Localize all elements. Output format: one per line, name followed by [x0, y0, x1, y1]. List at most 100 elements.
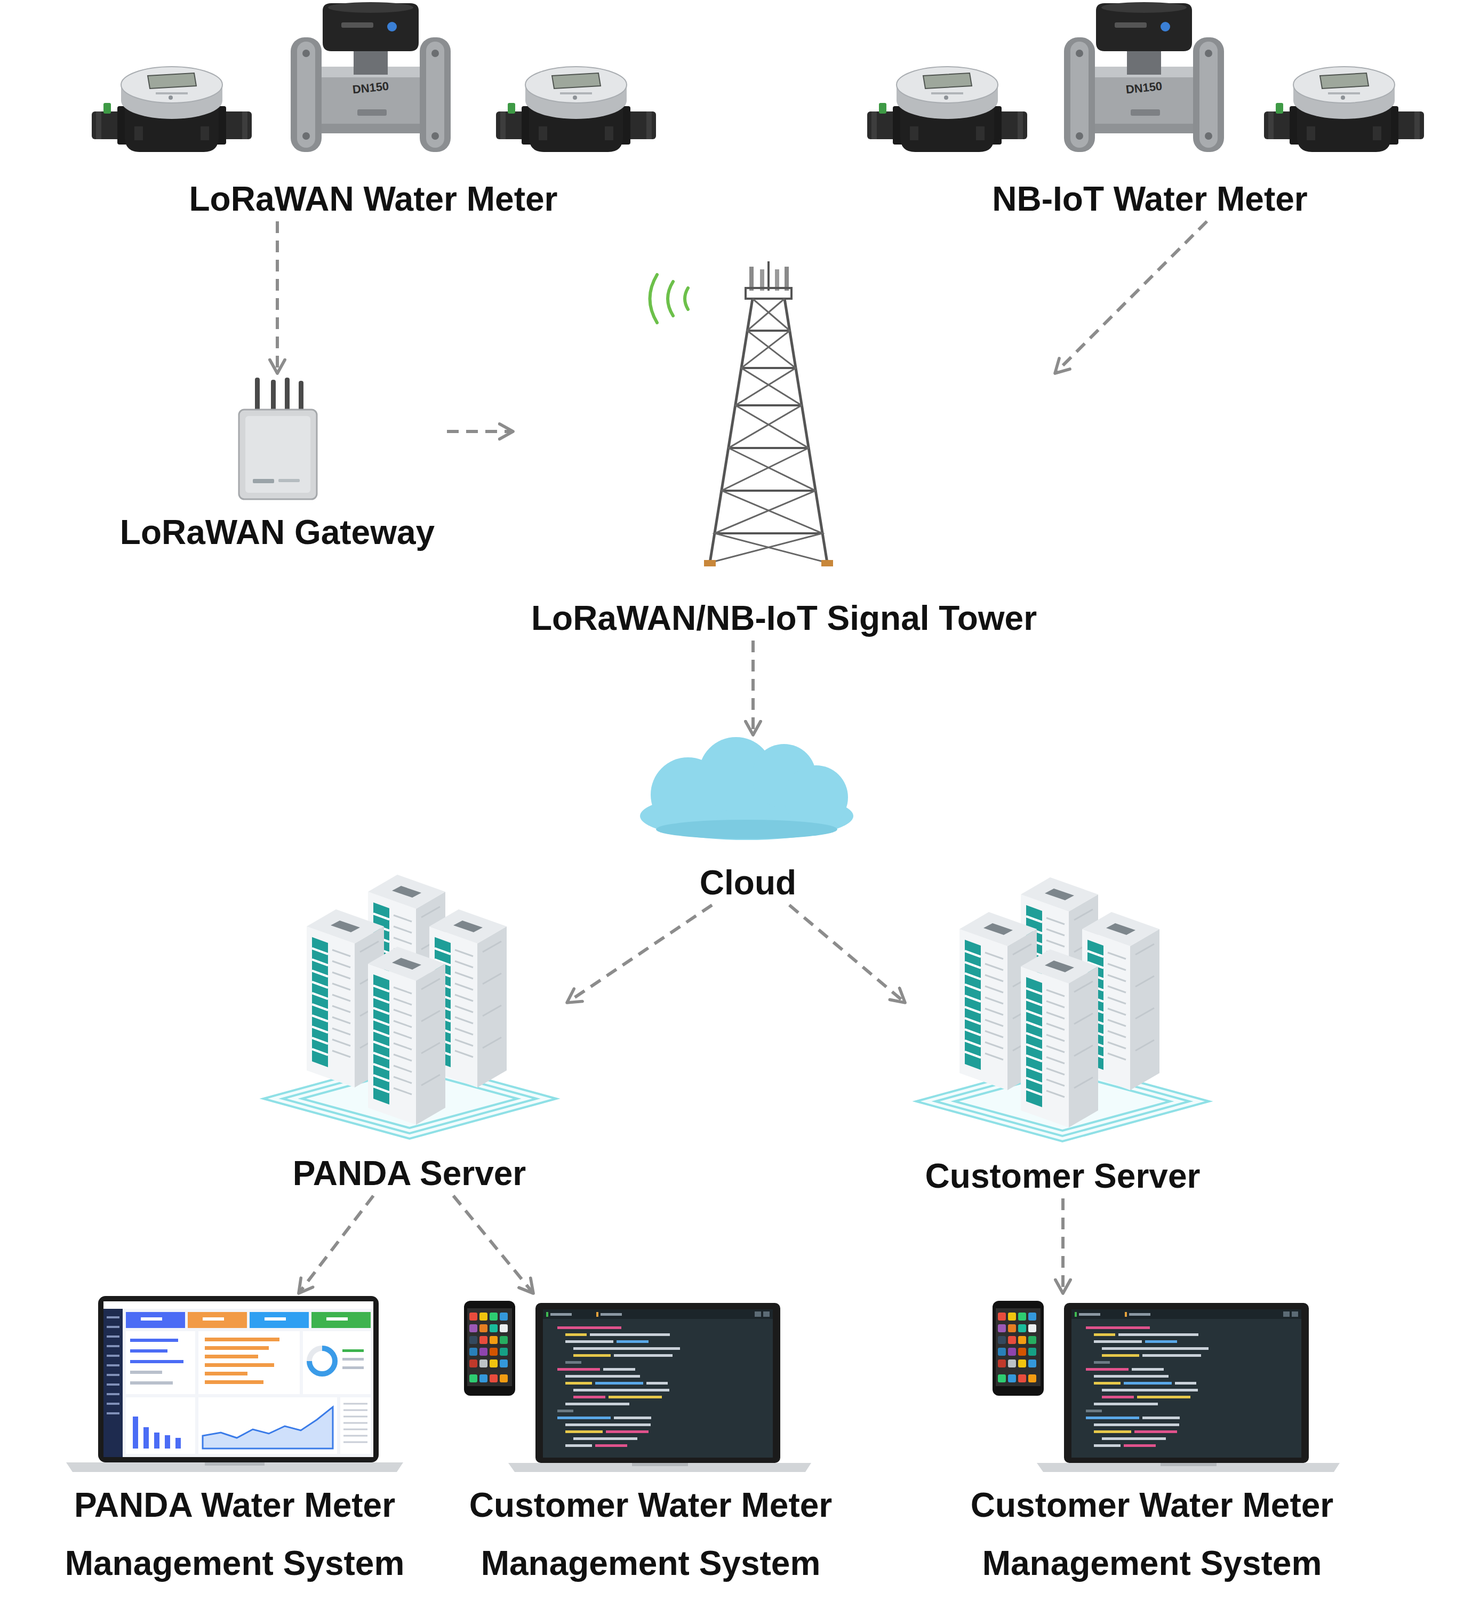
signal-tower-part [709, 298, 823, 563]
nbiot-meters [867, 2, 1424, 152]
dashboard-laptop-part [187, 1312, 247, 1328]
dashed-arrow [298, 1195, 374, 1294]
node-caption: Customer Water Meter Management System [454, 1476, 847, 1593]
node-caption: Customer Water Meter Management System [955, 1476, 1349, 1593]
nbiot-meters-part [1264, 66, 1424, 152]
lorawan-meters-part [290, 2, 451, 152]
signal-tower-part [684, 288, 688, 310]
dashboard-laptop-part [309, 1348, 335, 1374]
dashed-arrow [275, 221, 279, 374]
node-caption: LoRaWAN/NB-IoT Signal Tower [513, 595, 1055, 641]
dashboard-laptop-part [130, 1338, 179, 1342]
dashboard-laptop-part [204, 1337, 280, 1342]
dashboard-laptop-part [175, 1437, 181, 1449]
dashboard-laptop-part [198, 1397, 338, 1454]
signal-tower-part [714, 330, 823, 534]
dashboard-laptop-part [204, 1346, 269, 1350]
signal-tower [650, 261, 834, 567]
illustrated-node: NB-IoT Water Meter [857, 5, 1443, 222]
nbiot-meters-part [1064, 2, 1224, 152]
illustrated-node: PANDA Server [251, 869, 567, 1196]
gateway-device-part [252, 478, 275, 484]
signal-tower-part [767, 261, 770, 291]
illustrated-node: Customer Server [905, 869, 1221, 1199]
dashboard-laptop-part [140, 1317, 163, 1321]
lorawan-meters-part [91, 66, 252, 152]
lorawan-meters [91, 2, 656, 152]
dashboard-laptop-part [204, 1371, 248, 1376]
dashboard-laptop-part [204, 1363, 275, 1367]
signal-tower-part [821, 560, 834, 567]
illustrated-node: LoRaWAN/NB-IoT Signal Tower [513, 256, 1055, 641]
illustrated-node: Customer Water Meter Management System [955, 1293, 1349, 1593]
dashboard-laptop-part [103, 1301, 374, 1458]
connector-group [277, 221, 1207, 1294]
dashboard-laptop-part [309, 1348, 335, 1374]
signal-tower-part [784, 298, 828, 563]
dashboard-laptop-part [125, 1312, 186, 1328]
dashboard-laptop-part [302, 1331, 371, 1395]
dashboard-laptop [66, 1296, 404, 1472]
dashed-arrow [1054, 221, 1207, 374]
signal-tower-part [709, 298, 753, 563]
dashboard-laptop-part [343, 1403, 368, 1443]
dashed-arrow [789, 905, 906, 1003]
illustrated-node: Customer Water Meter Management System [454, 1293, 847, 1593]
dashed-arrow [566, 905, 712, 1003]
dashboard-laptop-part [249, 1312, 309, 1328]
cloud-shape-part [784, 765, 848, 830]
dashboard-laptop-part [204, 1380, 264, 1384]
signal-tower-part [667, 281, 674, 316]
dashed-arrow [453, 1195, 534, 1294]
dashboard-laptop-part [125, 1331, 196, 1395]
cloud-shape-part [656, 819, 838, 839]
signal-tower-part [714, 298, 828, 563]
size-label: DN150 [1125, 78, 1164, 97]
dashboard-laptop-part [154, 1432, 160, 1449]
node-caption: LoRaWAN Water Meter [81, 176, 666, 222]
lorawan-meters-part [496, 66, 656, 152]
dashboard-laptop-part [103, 1308, 123, 1458]
dashboard-laptop-part [264, 1317, 286, 1321]
dashed-arrow [751, 640, 755, 735]
dashboard-laptop-part [202, 1406, 333, 1449]
dashboard-laptop-part [342, 1366, 364, 1370]
dashboard-laptop-part [106, 1317, 120, 1414]
server-clusters [263, 874, 1210, 1142]
dashboard-laptop-part [204, 1462, 265, 1466]
illustrated-node: LoRaWAN Gateway [107, 373, 447, 555]
dashboard-laptop-part [198, 1331, 300, 1395]
dashboard-laptop-part [204, 1354, 259, 1359]
gateway-device-part [245, 416, 311, 493]
dashboard-laptop-part [130, 1349, 168, 1353]
dashboard-laptop-part [164, 1435, 171, 1449]
dashed-arrow [1061, 1198, 1065, 1294]
gateway-device-part [278, 478, 300, 483]
dashboard-laptop-part [340, 1397, 371, 1454]
gateway-device-part [238, 409, 317, 500]
dashboard-laptop-part [342, 1349, 364, 1352]
code-laptops-part [992, 1300, 1340, 1472]
code-laptops [464, 1300, 1340, 1472]
dashboard-laptop-part [130, 1381, 173, 1385]
code-laptops-part [464, 1300, 812, 1472]
dashboard-laptop-part [311, 1312, 371, 1328]
dashed-arrow [446, 429, 514, 434]
node-caption: Cloud [625, 860, 871, 906]
illustrated-node: PANDA Water Meter Management System [54, 1293, 415, 1593]
server-clusters-part [916, 877, 1210, 1142]
node-caption: PANDA Server [251, 1150, 567, 1196]
illustrated-node: Cloud [625, 734, 871, 906]
gateway-device [238, 377, 317, 500]
dashboard-laptop-part [132, 1416, 139, 1449]
signal-tower-part [650, 274, 658, 323]
size-label: DN150 [352, 78, 390, 97]
server-clusters-part [263, 874, 557, 1139]
nbiot-meters-part [867, 66, 1028, 152]
node-caption: NB-IoT Water Meter [857, 176, 1443, 222]
dashboard-laptop-part [202, 1317, 224, 1321]
node-caption: LoRaWAN Gateway [107, 509, 447, 555]
